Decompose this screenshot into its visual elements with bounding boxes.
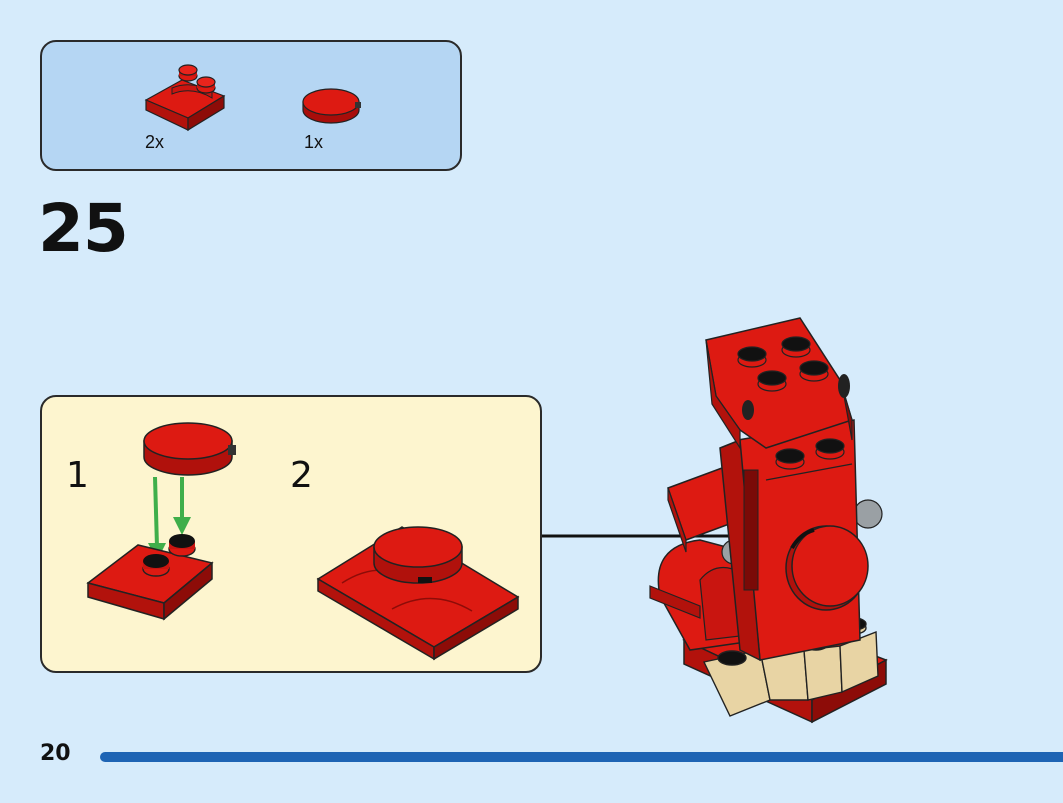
sub-step-2-illustration bbox=[316, 526, 520, 661]
tan-teeth-pieces bbox=[702, 617, 879, 717]
part-item-round-tile bbox=[297, 80, 367, 135]
sub-step-label-2: 2 bbox=[290, 455, 313, 496]
parts-list-box: 2x 1x bbox=[40, 40, 462, 171]
progress-bar bbox=[100, 752, 1063, 762]
sub-step-1-illustration bbox=[86, 422, 236, 621]
part-quantity-slope-plate: 2x bbox=[145, 132, 165, 152]
red-slope-plate-icon bbox=[144, 64, 226, 132]
sub-step-label-1: 1 bbox=[66, 455, 89, 496]
part-quantity-round-tile: 1x bbox=[304, 132, 324, 152]
page-number: 20 bbox=[40, 741, 71, 766]
step-number: 25 bbox=[38, 190, 129, 267]
sub-assembly-box: 1 2 bbox=[40, 395, 542, 673]
part-item-slope-plate bbox=[142, 62, 232, 137]
red-round-tile-icon bbox=[302, 88, 361, 124]
